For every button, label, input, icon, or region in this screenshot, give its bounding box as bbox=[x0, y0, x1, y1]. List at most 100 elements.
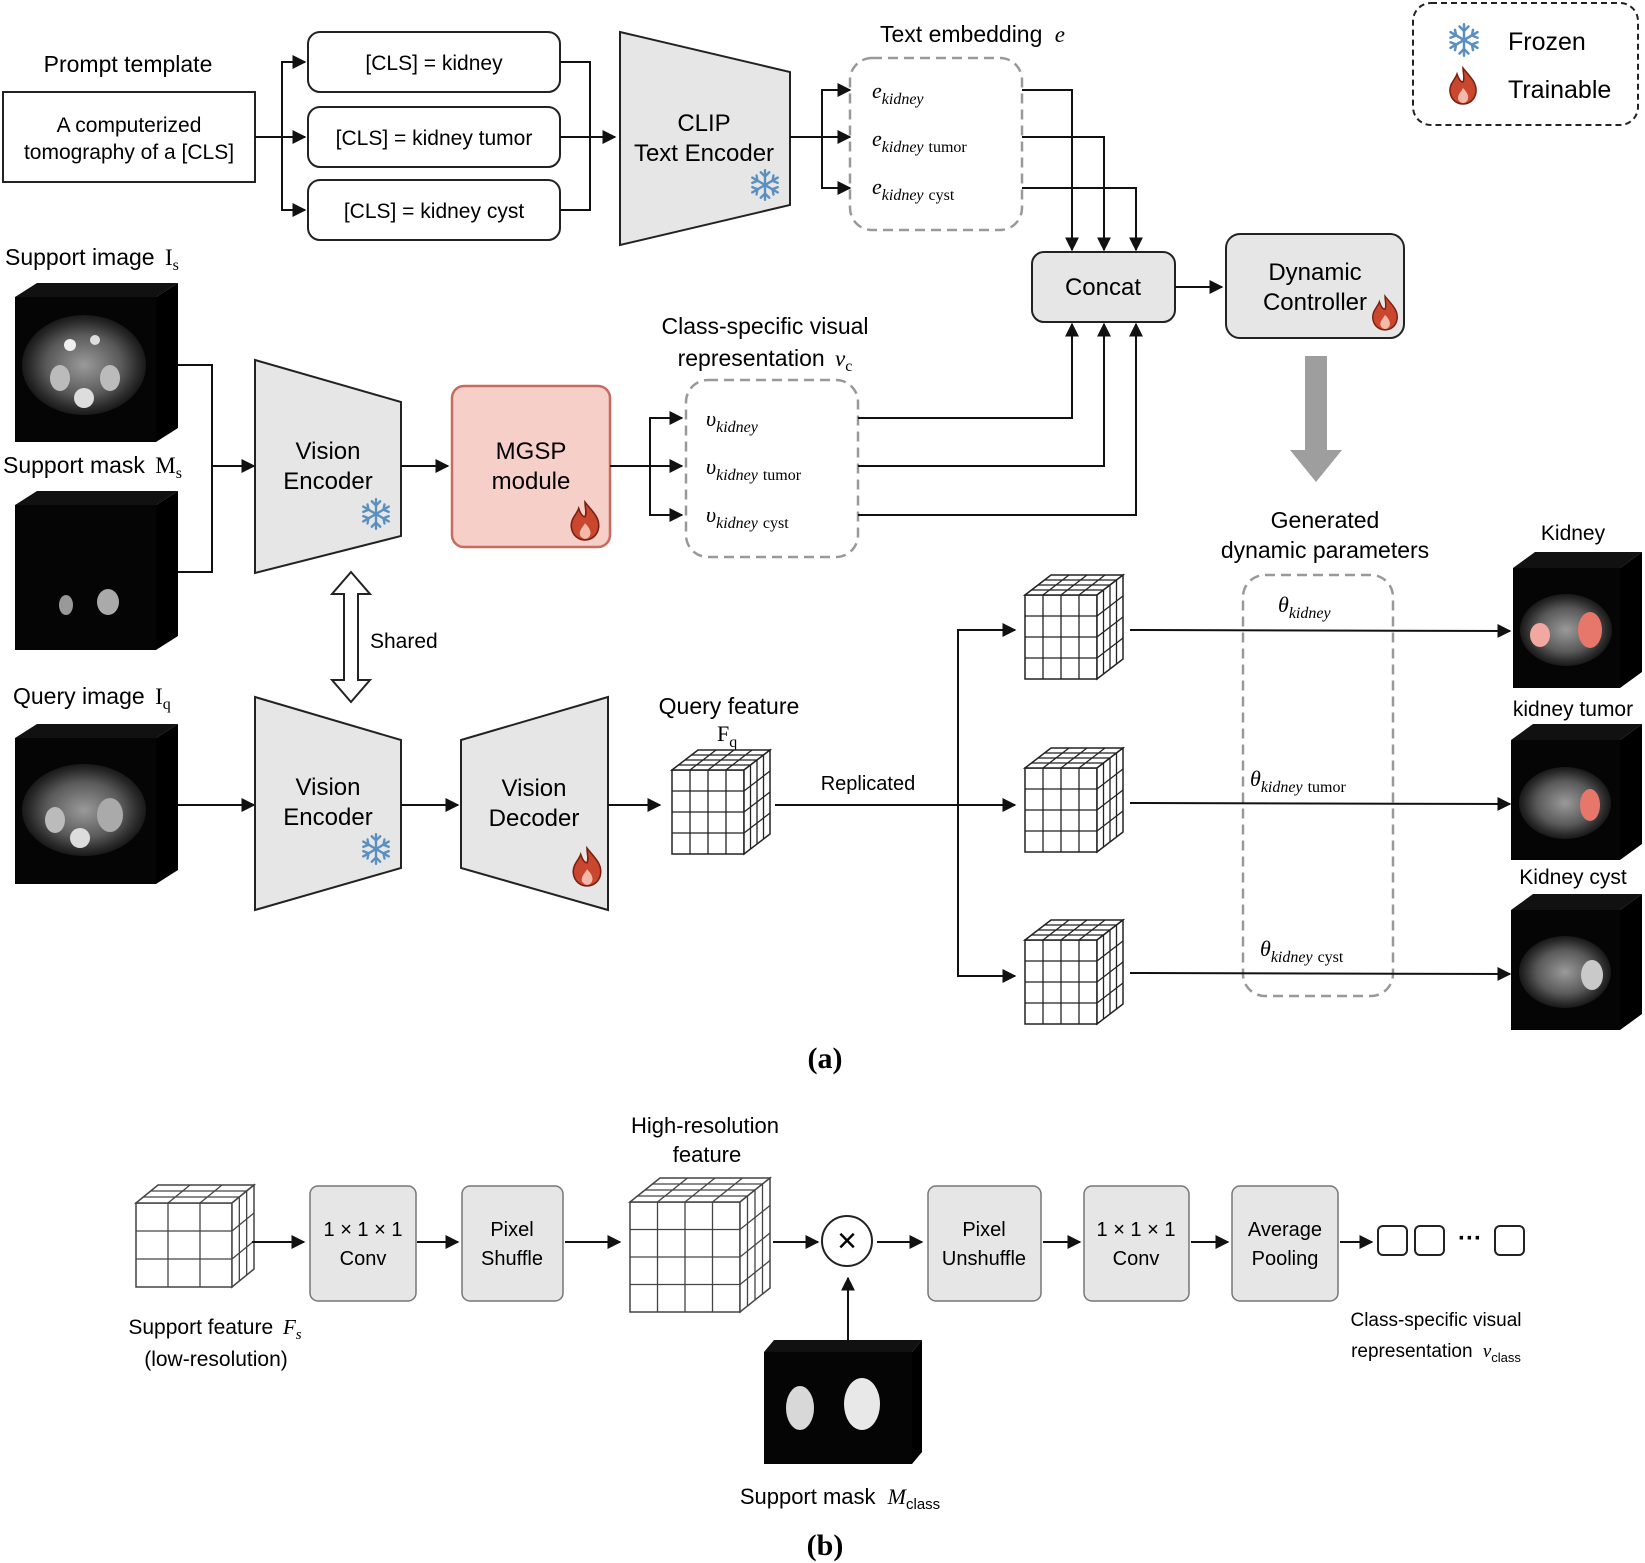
visual-symbol: υ bbox=[706, 502, 716, 527]
embedding-sub-extra: tumor bbox=[929, 139, 968, 156]
cls-label-kidney-tumor: [CLS] = kidney tumor bbox=[336, 127, 533, 150]
param-symbol: θ bbox=[1260, 936, 1271, 961]
pixel-shuffle-box: Pixel Shuffle bbox=[461, 1185, 564, 1302]
param-sub: kidney bbox=[1261, 779, 1304, 796]
param-sub-extra: cyst bbox=[1318, 949, 1344, 966]
prompt-template-title: Prompt template bbox=[44, 51, 213, 77]
high-res-line2: feature bbox=[673, 1142, 742, 1167]
multiply-symbol: × bbox=[837, 1222, 857, 1260]
support-feature-line2: (low-resolution) bbox=[144, 1348, 288, 1371]
support-feature-label: Support feature Fs bbox=[128, 1315, 301, 1343]
support-feature-sub: s bbox=[296, 1327, 302, 1343]
support-mask-cube bbox=[15, 491, 178, 650]
query-feature-label: Query feature bbox=[659, 693, 800, 719]
vector-cell bbox=[1414, 1225, 1445, 1256]
support-mask-sub: s bbox=[176, 465, 182, 482]
replicated-feature-cube bbox=[1022, 746, 1126, 854]
output-cube-kidney-tumor bbox=[1511, 724, 1642, 860]
query-image-text: Query image bbox=[13, 683, 145, 709]
support-image-symbol: I bbox=[165, 245, 173, 270]
pixel-shuffle-line2: Shuffle bbox=[481, 1248, 543, 1270]
vision-decoder-line1: Vision bbox=[502, 775, 567, 802]
query-feature-sub: q bbox=[729, 734, 737, 751]
pixel-unshuffle-line1: Pixel bbox=[962, 1219, 1005, 1241]
embedding-symbol: e bbox=[872, 126, 882, 151]
class-visual-title-sub: c bbox=[845, 358, 852, 375]
pixel-unshuffle-box: Pixel Unshuffle bbox=[927, 1185, 1042, 1302]
clip-encoder-line1: CLIP bbox=[677, 110, 730, 137]
mgsp-line1: MGSP bbox=[496, 438, 567, 465]
support-image-label: Support image Is bbox=[5, 244, 179, 274]
dynamic-controller-line2: Controller bbox=[1263, 289, 1367, 316]
query-image-symbol: I bbox=[155, 684, 163, 709]
support-feature-symbol: F bbox=[282, 1315, 296, 1339]
class-vector: ··· bbox=[1377, 1225, 1525, 1256]
vision-decoder-line2: Decoder bbox=[489, 805, 580, 832]
output-cube-kidney-cyst bbox=[1511, 894, 1642, 1030]
vector-cell bbox=[1377, 1225, 1408, 1256]
cube-gridline bbox=[739, 1259, 771, 1286]
output-label-kidney-tumor: kidney tumor bbox=[1513, 698, 1633, 721]
pixel-shuffle-line1: Pixel bbox=[490, 1219, 533, 1241]
replicated-feature-cube bbox=[1022, 918, 1126, 1026]
visual-sub: kidney bbox=[716, 467, 759, 484]
shared-label: Shared bbox=[370, 630, 438, 653]
concat-box: Concat bbox=[1031, 251, 1176, 323]
cube-gridline bbox=[1096, 789, 1124, 811]
support-mask-symbol: M bbox=[155, 453, 175, 478]
visual-sub-extra: cyst bbox=[763, 515, 789, 532]
high-res-feature-cube bbox=[627, 1176, 773, 1314]
cube-gridline bbox=[743, 812, 771, 834]
cube-gridline bbox=[1078, 747, 1106, 769]
class-visual-title-symbol: v bbox=[835, 346, 846, 371]
cube-gridline bbox=[167, 1184, 191, 1204]
cube-gridline bbox=[1096, 961, 1124, 983]
shared-double-arrow-icon bbox=[329, 570, 373, 704]
support-feature-cube bbox=[133, 1183, 257, 1289]
cls-label-kidney-cyst: [CLS] = kidney cyst bbox=[344, 200, 524, 223]
cube-gridline bbox=[1096, 637, 1124, 659]
clip-text-encoder: CLIP Text Encoder bbox=[619, 30, 791, 247]
visual-sub: kidney bbox=[716, 419, 759, 436]
cube-gridline bbox=[1078, 574, 1106, 596]
vision-encoder-query: Vision Encoder bbox=[254, 695, 402, 912]
support-mask-label: Support mask Ms bbox=[3, 452, 182, 482]
support-image-sub: s bbox=[173, 257, 179, 274]
conv-box-2: 1 × 1 × 1 Conv bbox=[1083, 1185, 1190, 1302]
visual-symbol: υ bbox=[706, 454, 716, 479]
visual-symbol: υ bbox=[706, 406, 716, 431]
vector-ellipsis: ··· bbox=[1458, 1225, 1482, 1252]
replicated-feature-cube bbox=[1022, 573, 1126, 681]
legend-trainable-label: Trainable bbox=[1508, 76, 1611, 104]
support-feature-text: Support feature bbox=[128, 1316, 273, 1339]
query-feature-symbol-wrap: Fq bbox=[717, 721, 737, 751]
cube-gridline bbox=[231, 1212, 255, 1232]
cube-gridline bbox=[712, 1177, 743, 1203]
embedding-sub-extra: cyst bbox=[929, 187, 955, 204]
param-symbol: θ bbox=[1278, 592, 1289, 617]
vision-encoder-line2: Encoder bbox=[283, 468, 372, 495]
prompt-template-box: A computerized tomography of a [CLS] bbox=[2, 91, 256, 183]
cube-gridline bbox=[1096, 616, 1124, 638]
pixel-unshuffle-line2: Unshuffle bbox=[942, 1248, 1026, 1270]
cube-gridline bbox=[739, 1232, 771, 1258]
down-arrow-icon bbox=[1290, 356, 1342, 482]
average-pooling-box: Average Pooling bbox=[1231, 1185, 1339, 1302]
dynamic-controller-box: Dynamic Controller bbox=[1225, 233, 1405, 339]
cube-gridline bbox=[1078, 919, 1106, 941]
cls-box-kidney: [CLS] = kidney bbox=[307, 31, 561, 93]
high-res-line1: High-resolution bbox=[631, 1113, 779, 1138]
embedding-sub: kidney bbox=[882, 91, 925, 108]
embedding-sub: kidney bbox=[882, 187, 925, 204]
replicated-label: Replicated bbox=[821, 773, 916, 795]
panel-a-caption: (a) bbox=[808, 1042, 843, 1075]
conv-box-1: 1 × 1 × 1 Conv bbox=[309, 1185, 417, 1302]
clip-encoder-line2: Text Encoder bbox=[634, 140, 774, 167]
cls-box-kidney-cyst: [CLS] = kidney cyst bbox=[307, 179, 561, 241]
support-mask-class-symbol: M bbox=[887, 1484, 908, 1509]
